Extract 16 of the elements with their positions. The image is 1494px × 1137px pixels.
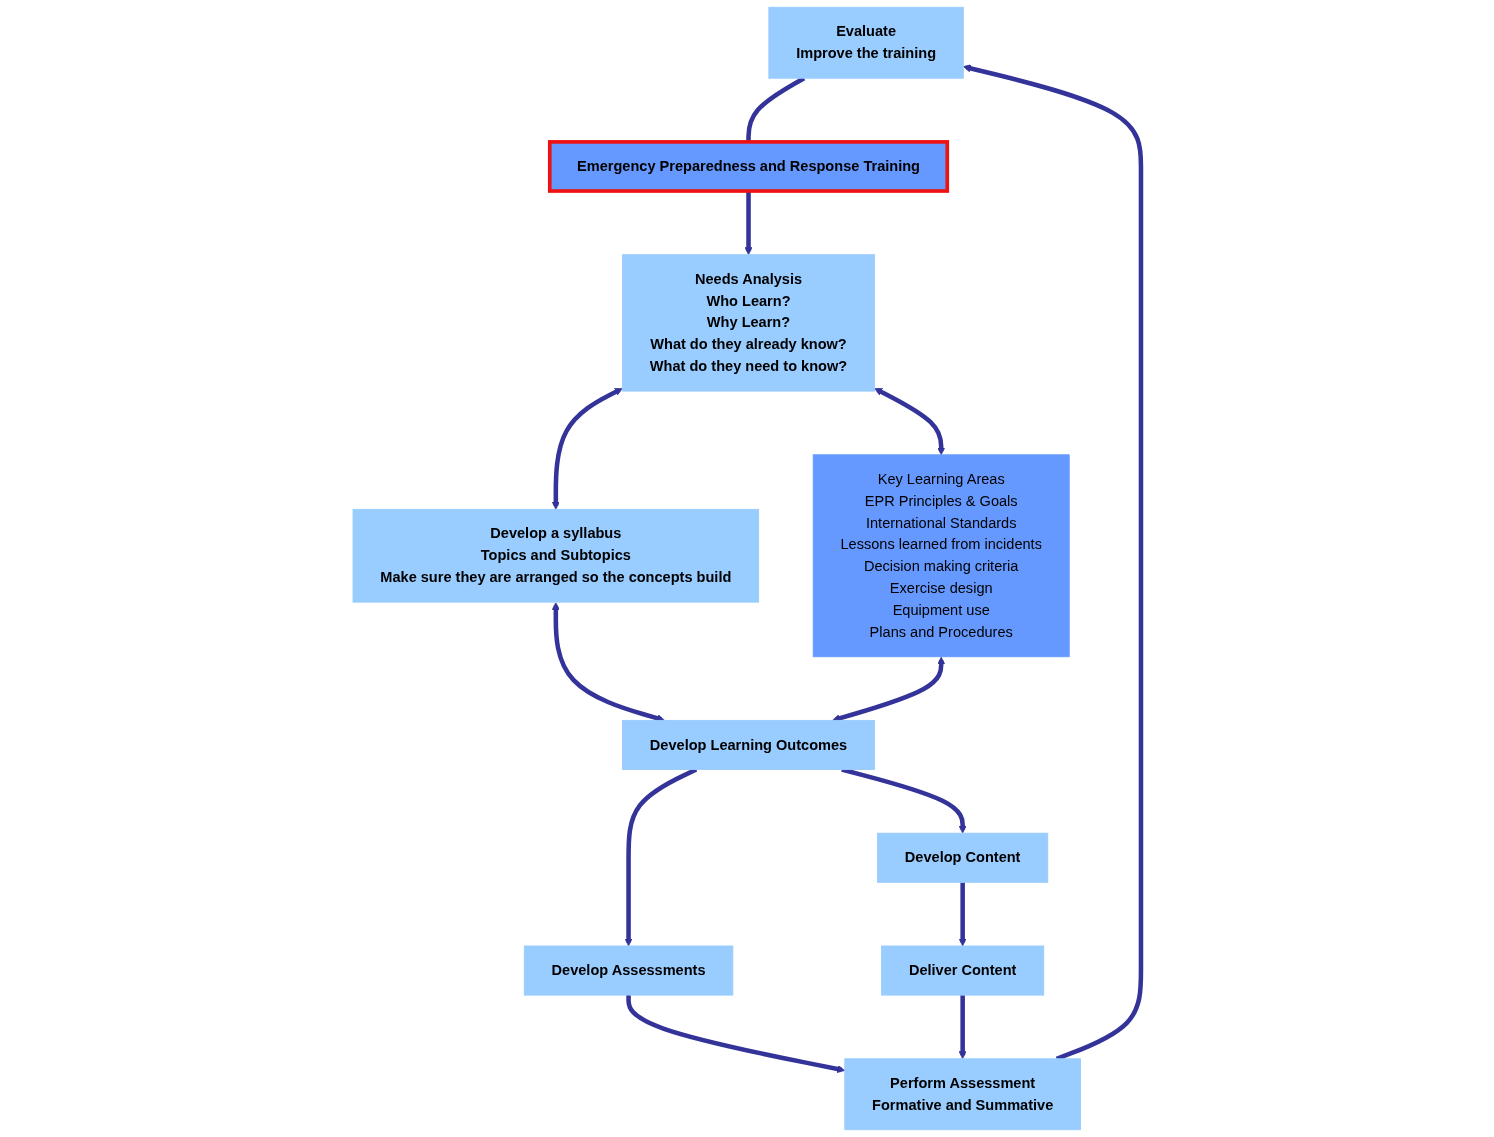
node-box: Develop Learning Outcomes xyxy=(622,719,875,770)
node-box: Key Learning Areas EPR Principles & Goals International Standards Lessons learned from incidents Decision making criteria Exercise design Equipment use Plans and Procedures xyxy=(812,454,1070,658)
node-box: Evaluate Improve the training xyxy=(768,6,964,79)
arrow xyxy=(958,882,967,947)
arrow xyxy=(874,387,946,456)
node-box: Needs Analysis Who Learn? Why Learn? What do they already know? What do they need to know? xyxy=(622,254,875,392)
node-box: Perform Assessment Formative and Summative xyxy=(844,1058,1081,1131)
arrow xyxy=(626,995,846,1073)
arrow xyxy=(744,191,753,256)
node-box: Develop Assessments xyxy=(523,945,734,996)
node-box: Emergency Preparedness and Response Training xyxy=(547,140,950,193)
node-box: Develop a syllabus Topics and Subtopics Make sure they are arranged so the concepts build xyxy=(352,508,760,603)
node-box: Deliver Content xyxy=(881,945,1045,996)
arrow xyxy=(958,995,967,1060)
node-box: Develop Content xyxy=(877,832,1049,883)
arrow xyxy=(551,387,623,510)
